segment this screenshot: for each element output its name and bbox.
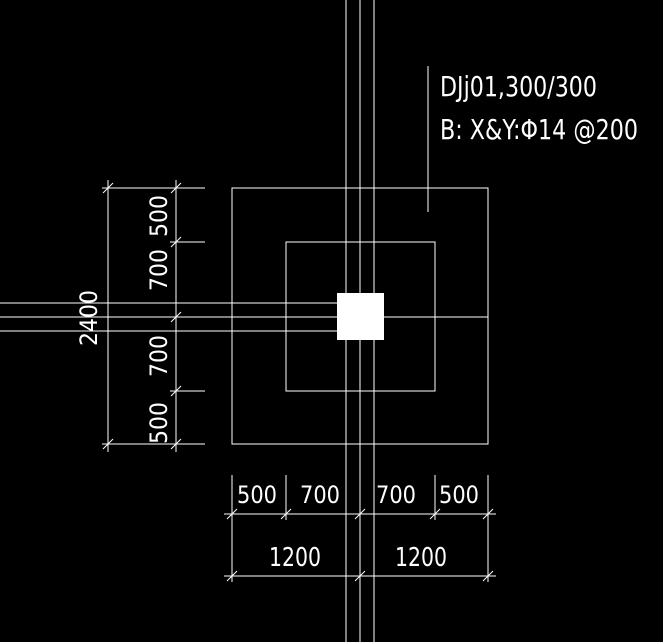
horizontal-half-text-1: 1200 [269, 543, 321, 573]
vertical-dim-text-2: 700 [145, 249, 173, 291]
footing-inner-outline [285, 241, 436, 392]
horizontal-tick-7 [354, 570, 366, 582]
horizontal-tick-5 [482, 508, 494, 520]
vertical-tick-2 [102, 438, 114, 450]
vertical-dim-text-3: 700 [145, 335, 173, 377]
vertical-tick-5 [170, 311, 182, 323]
horizontal-tick-8 [482, 570, 494, 582]
vertical-dim-text-1: 500 [145, 195, 173, 237]
vertical-tick-1 [102, 182, 114, 194]
column-block [337, 293, 384, 340]
vertical-tick-6 [170, 385, 182, 397]
vertical-total-dim-text: 2400 [75, 290, 103, 346]
horizontal-dimension-lines [224, 475, 496, 582]
horizontal-tick-1 [226, 508, 238, 520]
footing-label: DJj01,300/300 [440, 70, 597, 103]
vertical-tick-4 [170, 236, 182, 248]
vertical-dim-text-4: 500 [145, 402, 173, 444]
vertical-dimension-lines [102, 180, 205, 452]
reinforcement-label: B: X&Y:Φ14 @200 [440, 113, 638, 146]
horizontal-dim-text-3: 700 [376, 481, 416, 509]
vertical-tick-3 [170, 182, 182, 194]
vertical-tick-7 [170, 438, 182, 450]
horizontal-dim-text-1: 500 [237, 481, 277, 509]
horizontal-half-text-2: 1200 [395, 543, 447, 573]
horizontal-tick-4 [429, 508, 441, 520]
horizontal-dim-text-2: 700 [300, 481, 340, 509]
horizontal-tick-6 [226, 570, 238, 582]
horizontal-tick-3 [354, 508, 366, 520]
footing [231, 187, 489, 445]
horizontal-dim-text-4: 500 [439, 481, 479, 509]
horizontal-tick-2 [280, 508, 292, 520]
footing-outer-outline [231, 187, 489, 445]
